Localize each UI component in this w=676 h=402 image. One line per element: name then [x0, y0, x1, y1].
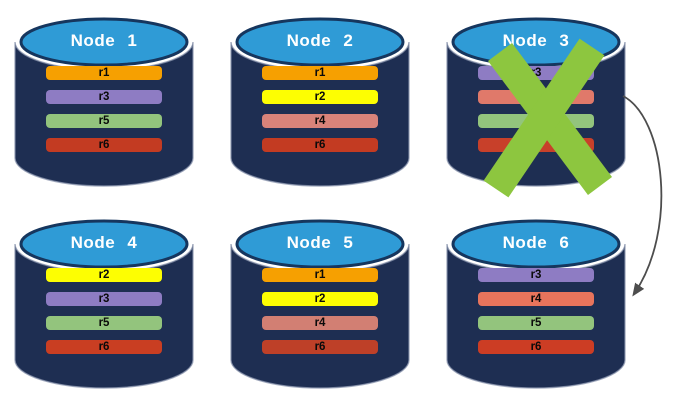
replica-bar-r5: r5 — [478, 316, 594, 330]
replica-bar-r1: r1 — [262, 268, 378, 282]
replica-label: r1 — [98, 67, 110, 79]
replica-label: r4 — [530, 293, 542, 305]
replica-label: r5 — [98, 317, 110, 329]
replica-label: r6 — [530, 341, 542, 353]
replica-label: r2 — [98, 269, 110, 281]
node-title: Node 1 — [70, 31, 138, 50]
replica-label: r3 — [98, 293, 110, 305]
replica-label: r2 — [314, 91, 326, 103]
replica-bar-r1: r1 — [46, 66, 162, 80]
replica-bar-r6: r6 — [262, 138, 378, 152]
replica-label: r3 — [98, 91, 110, 103]
replica-bar — [478, 114, 594, 128]
replica-label: r3 — [530, 269, 542, 281]
replica-bar-r4: r4 — [262, 114, 378, 128]
node-3: Node 3 r3 — [446, 8, 626, 198]
replica-list: r1 r2 r4 r6 — [262, 66, 378, 162]
replica-bar-r5: r5 — [46, 316, 162, 330]
replica-bar-r5: r5 — [46, 114, 162, 128]
replica-bar-r4: r4 — [478, 292, 594, 306]
replica-bar-r1: r1 — [262, 66, 378, 80]
replica-list: r2 r3 r5 r6 — [46, 268, 162, 364]
replica-bar-r6: r6 — [478, 340, 594, 354]
replica-bar-r6: r6 — [46, 138, 162, 152]
node-title: Node 5 — [286, 233, 354, 252]
node-title: Node 4 — [70, 233, 138, 252]
replica-list: r1 r3 r5 r6 — [46, 66, 162, 162]
node-title: Node 6 — [502, 233, 570, 252]
node-title: Node 3 — [502, 31, 570, 50]
replica-label: r6 — [98, 139, 110, 151]
replica-bar-r2: r2 — [262, 90, 378, 104]
replica-bar-r3: r3 — [478, 66, 594, 80]
replica-bar-r3: r3 — [478, 268, 594, 282]
replica-bar-r3: r3 — [46, 292, 162, 306]
replica-list: r1 r2 r4 r6 — [262, 268, 378, 364]
node-4: Node 4 r2 r3 r5 r6 — [14, 210, 194, 396]
replica-list: r3 — [478, 66, 594, 162]
replica-label: r4 — [314, 115, 326, 127]
replica-bar — [478, 90, 594, 104]
replica-bar-r4: r4 — [262, 316, 378, 330]
node-5: Node 5 r1 r2 r4 r6 — [230, 210, 410, 396]
replica-label: r6 — [314, 139, 326, 151]
replica-bar-r6: r6 — [46, 340, 162, 354]
replica-label: r5 — [530, 317, 542, 329]
node-1: Node 1 r1 r3 r5 r6 — [14, 8, 194, 194]
replica-label: r3 — [530, 67, 542, 79]
replica-bar-r3: r3 — [46, 90, 162, 104]
node-6: Node 6 r3 r4 r5 r6 — [446, 210, 626, 396]
replica-label: r2 — [314, 293, 326, 305]
replica-bar-r6: r6 — [262, 340, 378, 354]
replica-label: r5 — [98, 115, 110, 127]
replica-label: r1 — [314, 269, 326, 281]
node-2: Node 2 r1 r2 r4 r6 — [230, 8, 410, 194]
node-title: Node 2 — [286, 31, 354, 50]
replica-label: r4 — [314, 317, 326, 329]
replica-bar-r2: r2 — [262, 292, 378, 306]
replica-bar-r2: r2 — [46, 268, 162, 282]
replica-label: r6 — [314, 341, 326, 353]
replica-list: r3 r4 r5 r6 — [478, 268, 594, 364]
replica-label: r6 — [98, 341, 110, 353]
replica-bar — [478, 138, 594, 152]
replica-label: r1 — [314, 67, 326, 79]
